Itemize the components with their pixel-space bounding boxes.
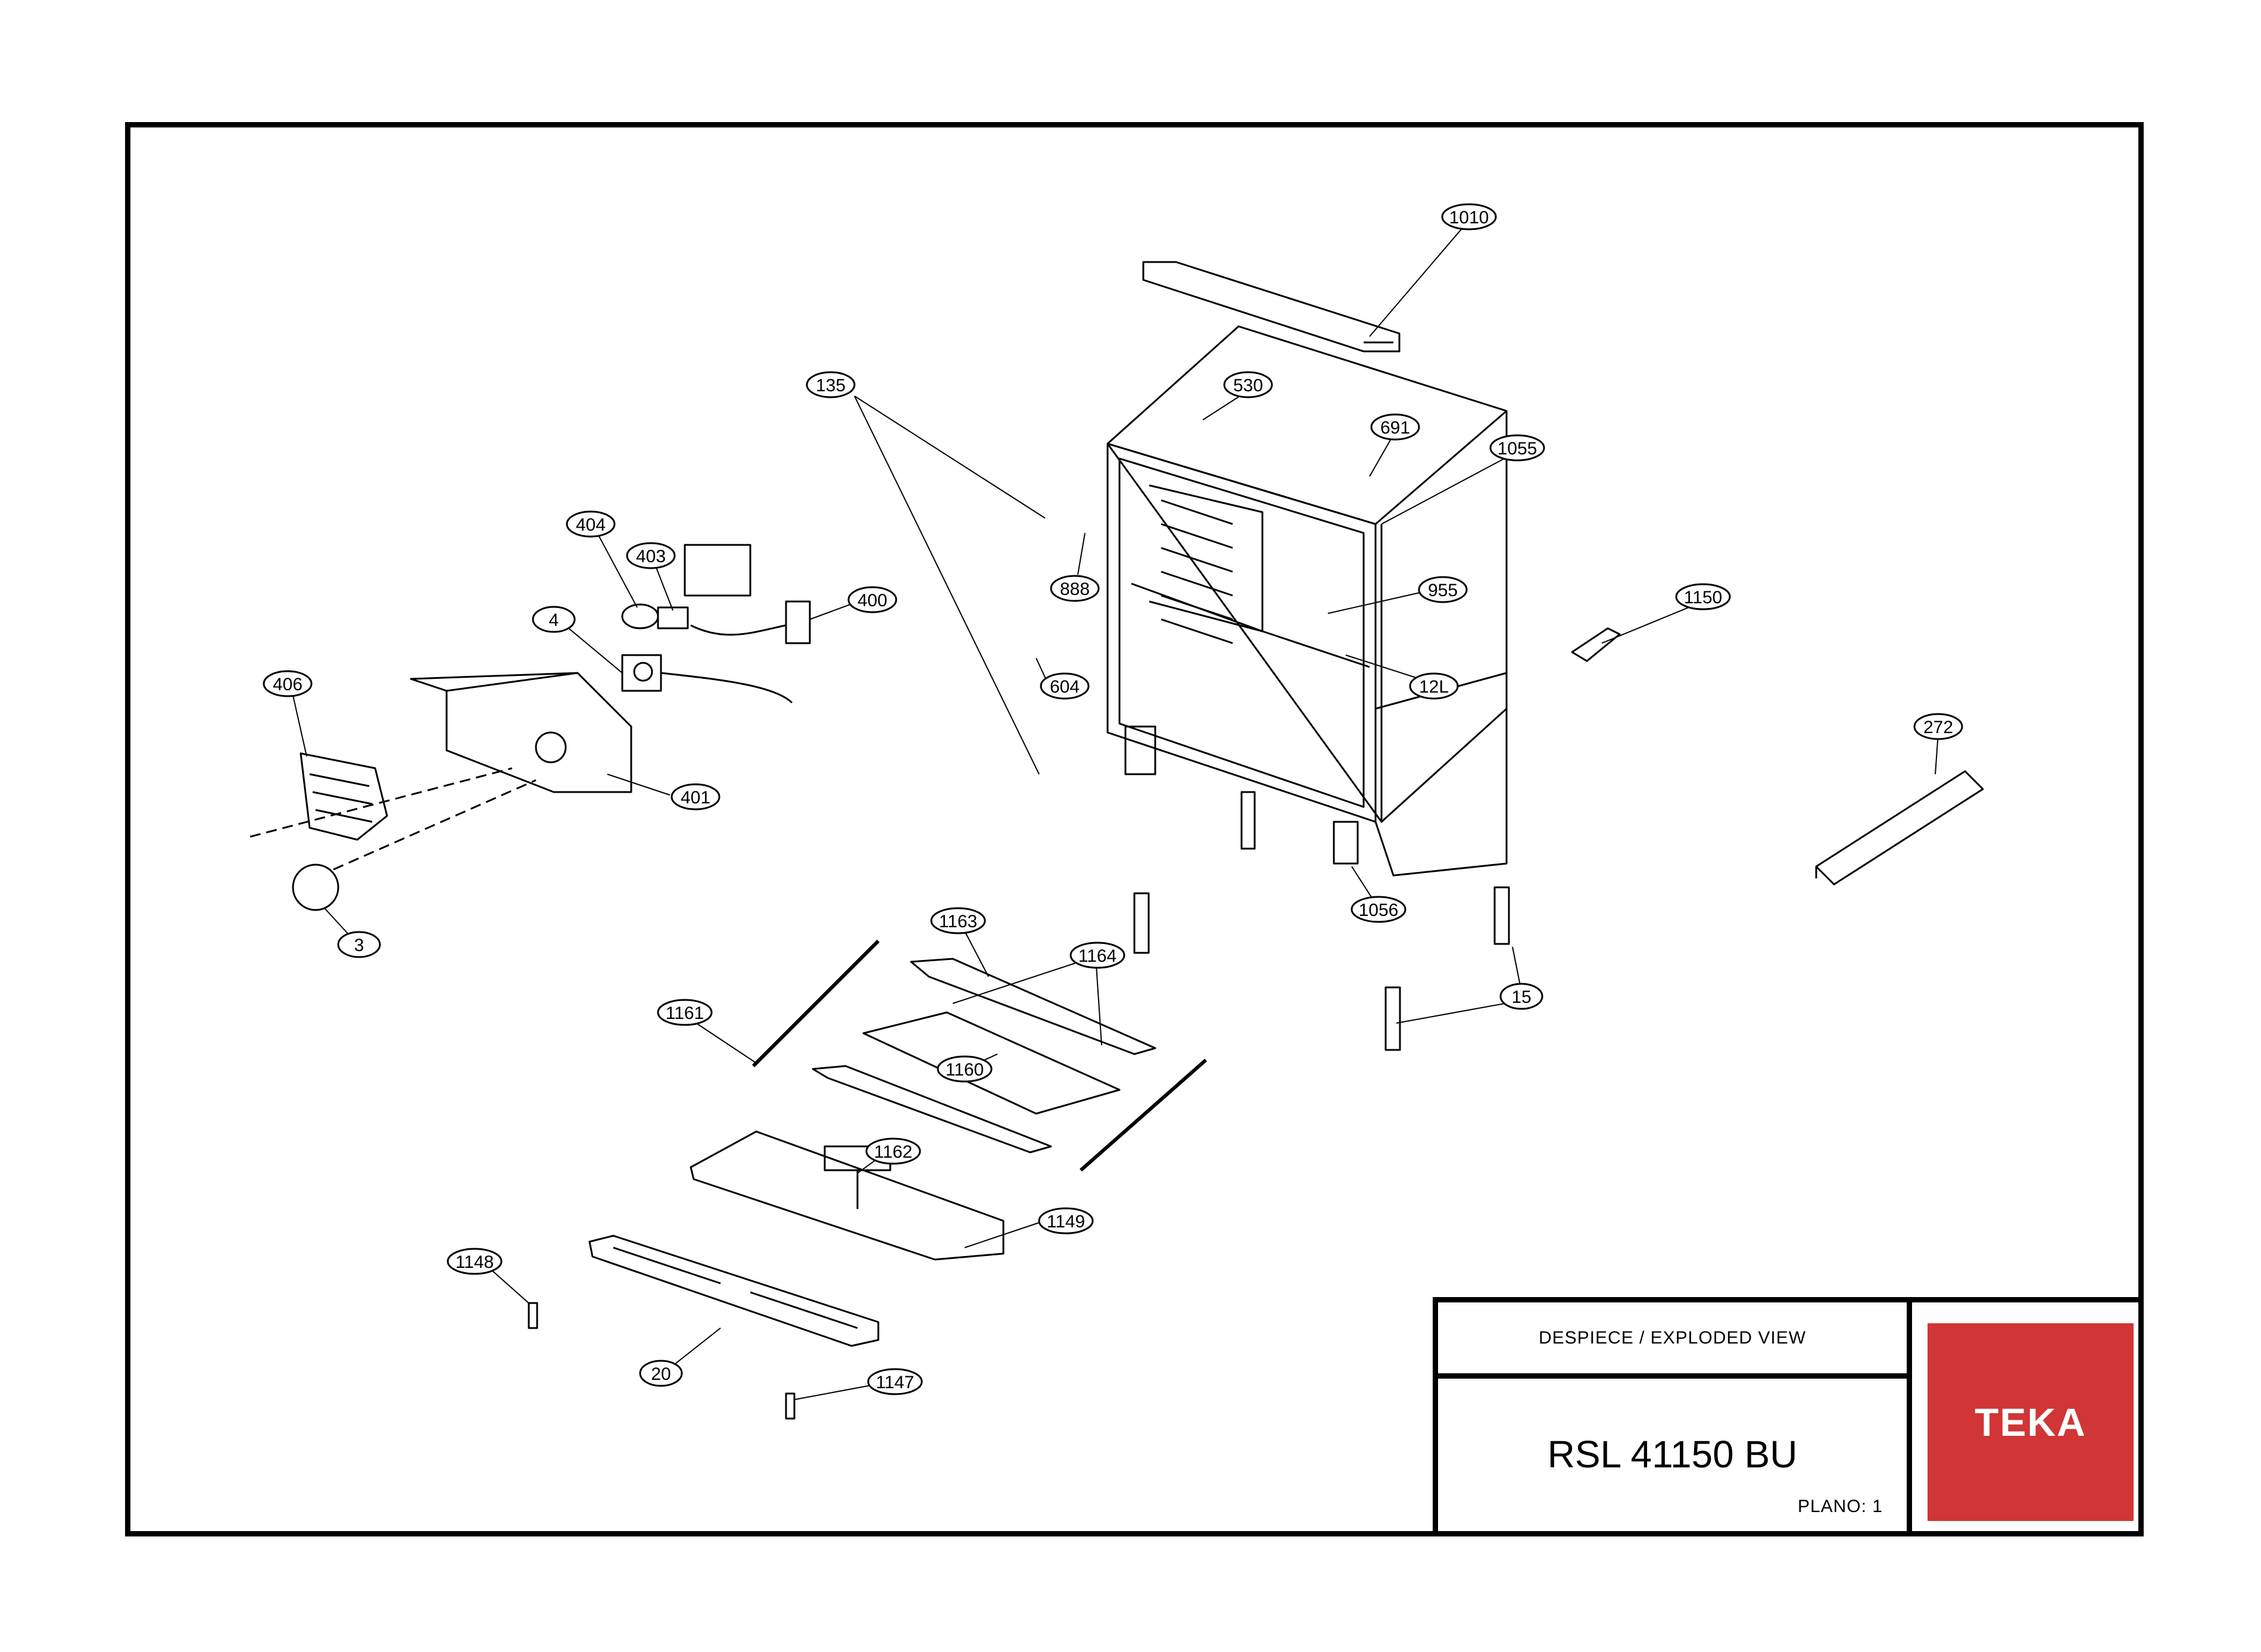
svg-text:888: 888	[1060, 579, 1090, 599]
callout-401: 401	[670, 783, 721, 811]
svg-text:691: 691	[1380, 418, 1410, 438]
model-cell: RSL 41150 BU PLANO: 1	[1433, 1373, 1912, 1536]
svg-text:955: 955	[1428, 581, 1458, 600]
svg-text:404: 404	[576, 515, 606, 535]
thermostat-knob	[292, 864, 339, 911]
callout-604: 604	[1040, 672, 1090, 700]
model-number: RSL 41150 BU	[1547, 1433, 1798, 1476]
svg-text:401: 401	[681, 788, 710, 808]
callout-406: 406	[263, 670, 313, 697]
description-cell: DESPIECE / EXPLODED VIEW	[1433, 1297, 1912, 1379]
svg-text:12L: 12L	[1419, 677, 1449, 697]
callout-3: 3	[337, 931, 381, 958]
callout-1150: 1150	[1675, 583, 1731, 610]
svg-text:1164: 1164	[1078, 946, 1117, 966]
callout-888: 888	[1050, 575, 1100, 602]
svg-text:400: 400	[857, 591, 887, 610]
svg-text:1149: 1149	[1047, 1212, 1086, 1232]
svg-text:1148: 1148	[456, 1252, 494, 1272]
svg-text:1163: 1163	[939, 912, 978, 931]
cabinet-shelves	[1161, 499, 1233, 644]
plano-number: PLANO: 1	[1797, 1497, 1883, 1516]
svg-text:403: 403	[636, 547, 666, 566]
callout-1163: 1163	[930, 907, 986, 934]
leveling-legs	[1133, 791, 1510, 1051]
logo-cell: TEKA	[1907, 1297, 2144, 1536]
shelf-frame	[812, 958, 1156, 1154]
callout-1148: 1148	[447, 1248, 503, 1275]
leader-lines	[290, 225, 1939, 1400]
svg-text:272: 272	[1923, 718, 1953, 737]
svg-text:604: 604	[1050, 677, 1080, 697]
svg-text:1160: 1160	[946, 1060, 984, 1080]
drawer-frame	[690, 1130, 1005, 1261]
callout-1160: 1160	[937, 1055, 993, 1083]
callout-1055: 1055	[1489, 434, 1545, 462]
callout-135: 135	[806, 371, 856, 398]
clip-1147	[785, 1392, 796, 1420]
svg-text:1161: 1161	[666, 1003, 704, 1023]
cabinet-body	[1106, 325, 1508, 877]
drawer-front-grille	[588, 1235, 880, 1347]
callout-1147: 1147	[867, 1368, 923, 1395]
callout-1149: 1149	[1038, 1207, 1094, 1235]
callout-12L: 12L	[1409, 672, 1459, 700]
drawing-description: DESPIECE / EXPLODED VIEW	[1538, 1327, 1807, 1348]
callout-label: 1010	[1449, 208, 1489, 227]
svg-text:20: 20	[651, 1364, 670, 1384]
teka-logo: TEKA	[1928, 1323, 2134, 1521]
svg-text:1056: 1056	[1359, 900, 1399, 920]
shelf-rails	[751, 939, 1207, 1172]
title-block: DESPIECE / EXPLODED VIEW RSL 41150 BU PL…	[1433, 1297, 2144, 1536]
lamp-assembly	[621, 544, 811, 644]
hinge-bracket	[1571, 627, 1621, 662]
callout-400: 400	[847, 586, 897, 613]
callouts: 1010 530 691 1055 135 888 955 1150 604 1…	[263, 203, 1963, 1395]
kickplate	[1815, 770, 1984, 886]
thermostat-assembly	[621, 654, 793, 704]
callout-1010: 1010	[1441, 203, 1497, 230]
callout-691: 691	[1370, 413, 1420, 441]
svg-text:135: 135	[816, 376, 846, 395]
callout-1056: 1056	[1351, 896, 1407, 923]
svg-text:530: 530	[1233, 376, 1263, 395]
svg-text:4: 4	[549, 610, 559, 630]
clip-1148	[528, 1302, 538, 1329]
callout-530: 530	[1223, 371, 1273, 398]
callout-955: 955	[1418, 576, 1468, 603]
svg-text:406: 406	[273, 675, 302, 694]
control-housing	[410, 672, 632, 793]
svg-text:1162: 1162	[874, 1142, 913, 1162]
svg-text:1150: 1150	[1684, 588, 1723, 607]
callout-272: 272	[1913, 713, 1963, 740]
svg-text:15: 15	[1511, 987, 1531, 1007]
callout-403: 403	[626, 542, 676, 569]
callout-20: 20	[639, 1360, 683, 1387]
drawing-frame	[125, 122, 2144, 1536]
glass-shelf	[862, 1011, 1121, 1115]
lamp-cover	[300, 752, 388, 841]
callout-1164: 1164	[1069, 942, 1125, 969]
callout-404: 404	[566, 510, 616, 538]
top-rail-part	[1142, 261, 1401, 353]
svg-text:1147: 1147	[876, 1373, 915, 1392]
svg-text:1055: 1055	[1498, 439, 1538, 459]
svg-text:3: 3	[354, 936, 364, 955]
callout-15: 15	[1499, 983, 1543, 1010]
logo-wordmark: TEKA	[1975, 1400, 2087, 1444]
callout-1161: 1161	[657, 999, 713, 1026]
callout-4: 4	[532, 606, 576, 633]
callout-1162: 1162	[865, 1137, 921, 1165]
